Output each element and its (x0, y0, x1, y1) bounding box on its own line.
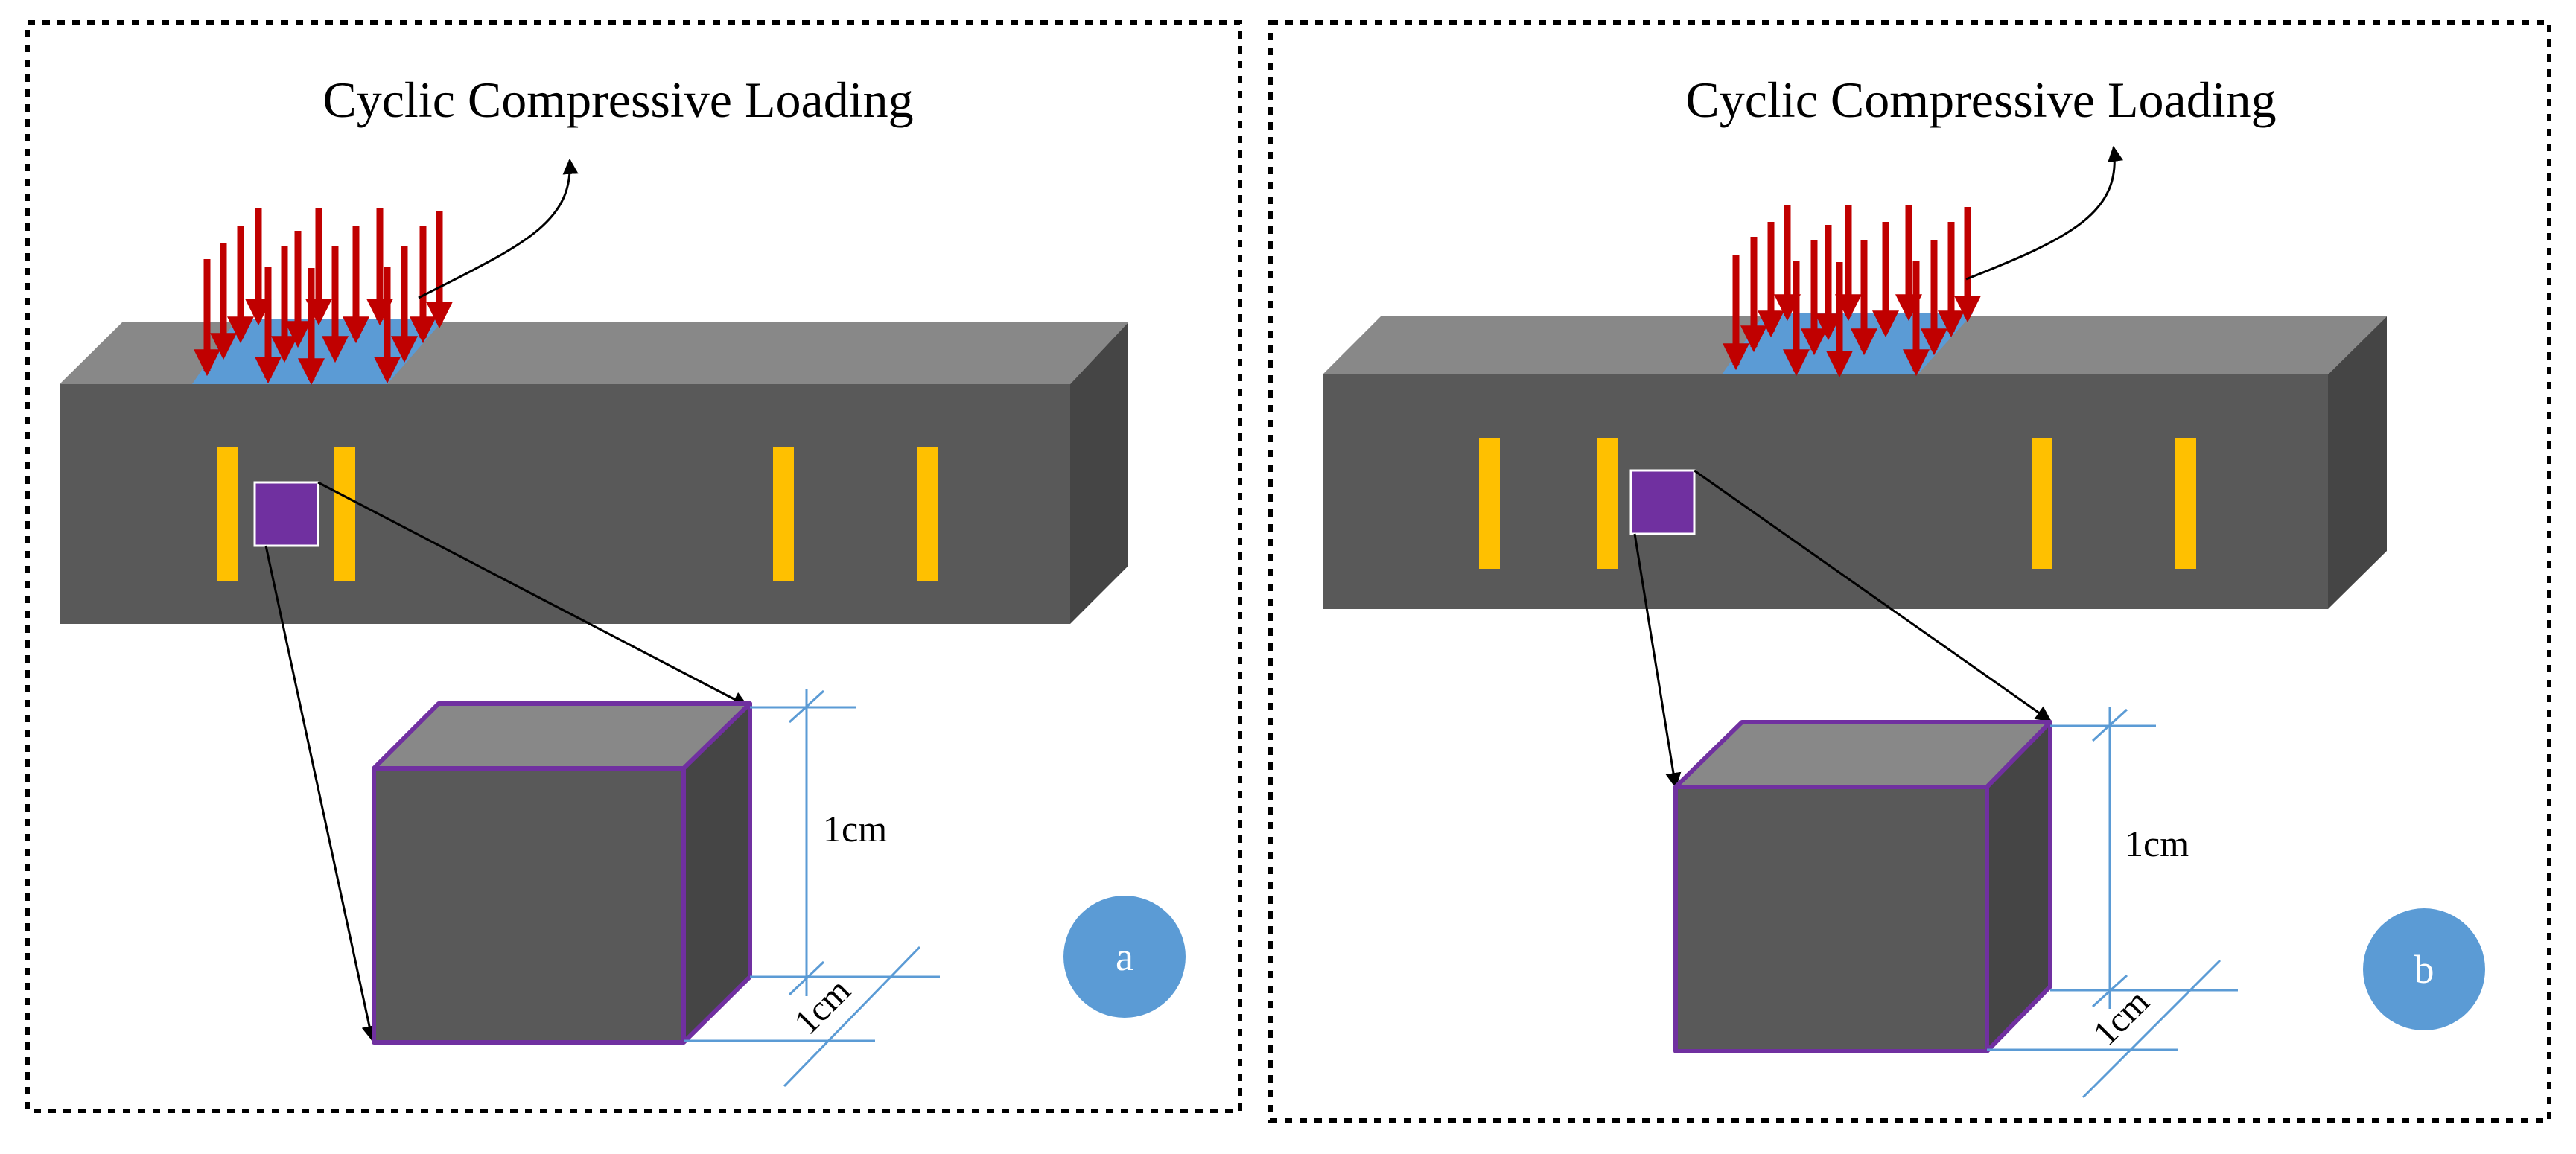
panel-b-title: Cyclic Compressive Loading (1685, 71, 2276, 128)
cube-front-face (1673, 785, 1989, 1053)
dimension-lines (684, 689, 940, 1088)
reinforcement-bars (217, 447, 938, 581)
leader-line (317, 481, 748, 707)
title-pointer-arrow (418, 158, 579, 299)
cube-front-face (372, 766, 686, 1045)
dim-tick (2091, 708, 2128, 742)
dim-height-label: 1cm (2125, 823, 2189, 864)
dim-diagonal-line (783, 946, 921, 1088)
reinforcement-bar (334, 447, 355, 581)
sample-location-marker (1629, 469, 1696, 535)
panel-a-border (25, 20, 1242, 1113)
panel-b: Cyclic Compressive Loading (1268, 20, 2551, 1123)
leader-line (1694, 469, 2052, 722)
dim-tick (788, 960, 825, 996)
reinforcement-bar (773, 447, 794, 581)
beam-side-face (1070, 322, 1128, 624)
reinforcement-bar (2175, 438, 2196, 569)
dim-height-label: 1cm (823, 808, 887, 849)
reinforcement-bar (917, 447, 938, 581)
panel-b-beam (1323, 316, 2387, 609)
panel-a-badge-label: a (1116, 934, 1133, 979)
dim-depth-label: 1cm (786, 971, 858, 1042)
load-arrows (194, 208, 453, 386)
dimension-lines (1987, 707, 2238, 1099)
dim-depth-label: 1cm (2085, 982, 2157, 1053)
reinforcement-bar (2032, 438, 2052, 569)
reinforcement-bar (217, 447, 238, 581)
panel-a-title: Cyclic Compressive Loading (322, 71, 913, 128)
load-arrows (1723, 205, 1981, 378)
panel-a: Cyclic Compressive Loading (25, 20, 1242, 1113)
dim-tick (788, 689, 825, 724)
reinforcement-bars (1479, 438, 2196, 569)
panel-a-badge (1063, 896, 1186, 1018)
leader-line (264, 545, 378, 1042)
beam-side-face (2328, 316, 2387, 609)
specimen-cube (372, 701, 752, 1045)
reinforcement-bar (1479, 438, 1500, 569)
leader-line (1633, 533, 1682, 789)
panel-b-badge (2363, 908, 2485, 1030)
reinforcement-bar (1597, 438, 1618, 569)
sample-location-marker (253, 481, 319, 547)
panel-b-badge-label: b (2414, 947, 2435, 992)
title-pointer-arrow (1965, 145, 2123, 281)
dim-diagonal-line (2082, 959, 2222, 1099)
specimen-cube (1673, 720, 2052, 1053)
panel-b-border (1268, 20, 2551, 1123)
dim-tick (2091, 974, 2128, 1008)
